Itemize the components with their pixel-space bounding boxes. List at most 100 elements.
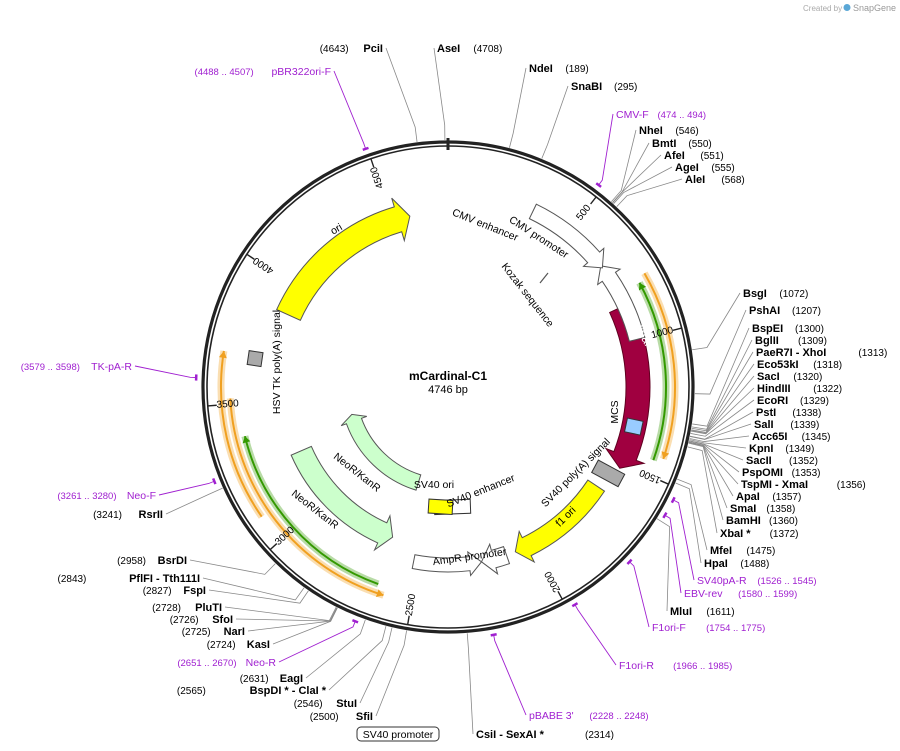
svg-text:(2546): (2546)	[294, 699, 323, 710]
site-label-smai: SmaI(1358)	[730, 503, 795, 515]
primer-line-f1ori-f	[629, 561, 650, 628]
site-label-csii-sexai: CsiI - SexAI *(2314)	[476, 729, 614, 741]
svg-text:(2843): (2843)	[57, 574, 86, 585]
svg-text:(1322): (1322)	[813, 384, 842, 395]
primer-line-neo-r	[278, 621, 356, 663]
svg-text:(1352): (1352)	[789, 456, 818, 467]
tick-label-4000: 4000	[251, 254, 276, 276]
primer-mark-pbabe-3	[490, 633, 497, 637]
tick-500	[590, 196, 597, 205]
site-label-hindiii: HindIII(1322)	[757, 383, 842, 395]
plasmid-length: 4746 bp	[428, 384, 468, 396]
site-label-psti: PstI(1338)	[756, 407, 821, 419]
snapgene-credit: Created by SnapGene	[803, 3, 896, 13]
svg-text:(555): (555)	[711, 163, 734, 174]
site-line-bspei	[692, 327, 750, 427]
site-label-tspmi-xmai: TspMI - XmaI(1356)	[741, 479, 866, 491]
site-line-bsrdi	[189, 559, 276, 575]
primer-label-pbr322ori-f: pBR322ori-F(4488 .. 4507)	[195, 66, 331, 78]
svg-text:StuI: StuI	[336, 698, 357, 710]
primer-label-f1ori-r: F1ori-R(1966 .. 1985)	[619, 660, 732, 672]
primer-label-ebv-rev: EBV-rev(1580 .. 1599)	[684, 588, 797, 600]
orf-right-outer-arrowhead	[661, 451, 670, 459]
svg-text:PshAI: PshAI	[749, 305, 780, 317]
svg-text:PspOMI: PspOMI	[742, 467, 783, 479]
site-label-bspei: BspEI(1300)	[752, 323, 824, 335]
primer-mark-ebv-rev	[662, 512, 668, 519]
svg-text:CMV-F: CMV-F	[616, 109, 649, 121]
site-label-mlui: MluI(1611)	[670, 606, 735, 618]
orf-left-top-arrowhead	[218, 350, 227, 359]
site-label-alei: AleI(568)	[685, 174, 745, 186]
svg-text:(1754 .. 1775): (1754 .. 1775)	[706, 623, 765, 634]
svg-text:(1072): (1072)	[779, 289, 808, 300]
primer-line-cmv-f	[598, 113, 614, 186]
site-line-pspomi	[688, 440, 740, 473]
site-line-pflfi-tth111i	[202, 577, 305, 601]
site-label-nhei: NheI(546)	[639, 125, 699, 137]
tick-label-3500: 3500	[216, 398, 239, 411]
site-line-mfei	[677, 478, 708, 551]
svg-text:BspEI: BspEI	[752, 323, 783, 335]
svg-text:(2228 .. 2248): (2228 .. 2248)	[589, 711, 648, 722]
orf-left-inner-arrowhead	[242, 436, 251, 444]
svg-text:TK-pA-R: TK-pA-R	[91, 361, 132, 373]
svg-text:EBV-rev: EBV-rev	[684, 588, 723, 600]
svg-text:Acc65I: Acc65I	[752, 431, 787, 443]
site-line-ecori	[690, 399, 755, 437]
tick-3500	[207, 404, 217, 407]
svg-text:(4708): (4708)	[473, 44, 502, 55]
svg-text:EcoRI: EcoRI	[757, 395, 788, 407]
site-label-nari: NarI (2725)	[182, 626, 245, 638]
svg-text:PaeR7I - XhoI: PaeR7I - XhoI	[756, 347, 826, 359]
site-label-pluti: PluTI(2728)	[152, 602, 222, 614]
svg-text:(1309): (1309)	[798, 336, 827, 347]
svg-text:BsrDI: BsrDI	[158, 555, 187, 567]
site-line-paer7i-xhoi	[691, 351, 754, 432]
svg-text:(1360): (1360)	[769, 516, 798, 527]
orf-right-outer	[643, 272, 676, 460]
svg-text:AleI: AleI	[685, 174, 705, 186]
svg-text:(1353): (1353)	[792, 468, 821, 479]
site-line-asei	[433, 47, 446, 141]
site-line-pcii	[385, 47, 418, 142]
label-sv40-promoter: SV40 promoter	[363, 729, 434, 741]
orf-left-top	[220, 350, 263, 518]
ori-arrow	[276, 197, 411, 321]
svg-text:(1966 .. 1985): (1966 .. 1985)	[673, 661, 732, 672]
svg-text:Neo-R: Neo-R	[246, 657, 277, 669]
primer-line-pbabe-3	[493, 634, 527, 716]
site-line-snabi	[541, 85, 569, 159]
primer-line-pbr322ori-f	[333, 70, 367, 149]
tick-2000	[557, 590, 563, 600]
site-label-eagi: EagI(2631)	[240, 673, 303, 685]
svg-text:(1345): (1345)	[802, 432, 831, 443]
orf-left-outer	[229, 398, 384, 597]
site-label-pspomi: PspOMI (1353)	[742, 467, 821, 479]
site-label-bglii: BglII(1309)	[755, 335, 827, 347]
site-line-sfii	[375, 630, 407, 717]
svg-text:Eco53kI: Eco53kI	[757, 359, 799, 371]
tick-4000	[246, 253, 255, 260]
svg-text:(1329): (1329)	[800, 396, 829, 407]
site-line-stui	[359, 627, 393, 704]
svg-text:SmaI: SmaI	[730, 503, 756, 515]
site-label-bamhi: BamHI(1360)	[726, 515, 798, 527]
site-label-rsrii: RsrII(3241)	[93, 509, 163, 521]
hsv-tk-polya-block	[246, 350, 264, 368]
tick-4500	[370, 158, 375, 168]
site-label-sfii: SfiI(2500)	[310, 711, 373, 723]
site-label-pflfi-tth111i: PflFI - Tth111I(2843)	[57, 573, 200, 585]
site-line-bglii	[691, 339, 753, 430]
site-line-mlui	[656, 518, 671, 612]
site-label-stui: StuI (2546)	[294, 698, 357, 710]
snapgene-logo-icon	[843, 4, 851, 11]
primer-mark-pbr322ori-f	[362, 146, 369, 152]
svg-text:(2725): (2725)	[182, 627, 211, 638]
svg-text:NarI: NarI	[224, 626, 245, 638]
svg-text:SV40pA-R: SV40pA-R	[697, 575, 747, 587]
site-line-csii-sexai	[466, 633, 474, 735]
primer-label-cmv-f: CMV-F(474 .. 494)	[616, 109, 706, 121]
svg-text:F1ori-F: F1ori-F	[652, 622, 686, 634]
